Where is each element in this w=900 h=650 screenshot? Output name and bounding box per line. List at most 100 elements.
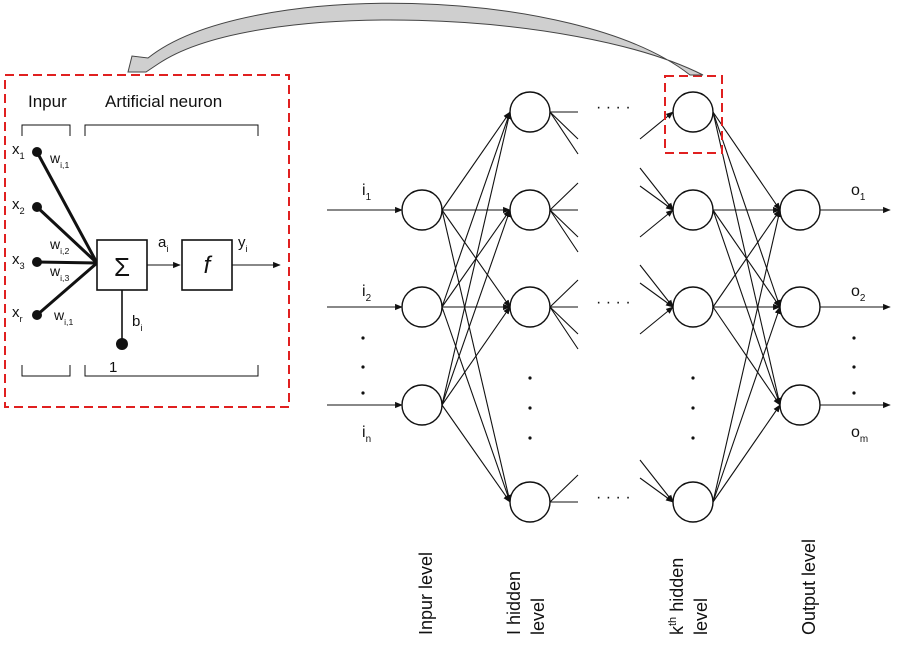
hidden1-outgoing-connection bbox=[549, 111, 579, 140]
input-label: x3 bbox=[12, 251, 25, 271]
input-bracket-bottom bbox=[21, 365, 71, 377]
hidden1-outgoing-connection bbox=[549, 306, 579, 335]
hiddenk-node bbox=[672, 286, 714, 328]
sum-output-label: ai bbox=[158, 234, 168, 254]
vertical-ellipsis-dot bbox=[691, 436, 695, 440]
input-to-hidden1-connection bbox=[441, 306, 511, 503]
hidden1-outgoing-connection bbox=[549, 306, 579, 350]
input-node bbox=[401, 384, 443, 426]
hiddenk-incoming-connection bbox=[639, 167, 674, 211]
neuron-bracket-top bbox=[84, 124, 259, 136]
hiddenk-incoming-connection bbox=[639, 264, 674, 308]
summation-box bbox=[96, 239, 148, 291]
activation-symbol: f bbox=[204, 252, 213, 279]
layer-label-hiddenk: kth hidden bbox=[667, 558, 687, 635]
input-node bbox=[401, 189, 443, 231]
layer-label-hidden1: I hidden bbox=[504, 571, 524, 635]
hiddenk-incoming-connection bbox=[639, 306, 674, 335]
vertical-ellipsis-dot bbox=[361, 391, 365, 395]
bias-dot bbox=[116, 338, 128, 350]
hiddenk-to-output-connection bbox=[712, 306, 781, 503]
input-to-hidden1-connection bbox=[441, 209, 511, 406]
network-output-label: o2 bbox=[851, 283, 866, 304]
neuron-bracket-bottom bbox=[84, 365, 259, 377]
highlight-box bbox=[664, 75, 723, 154]
input-dot bbox=[32, 202, 42, 212]
hiddenk-incoming-connection bbox=[639, 459, 674, 503]
input-to-hidden1-connection bbox=[441, 111, 512, 406]
hidden1-outgoing-connection bbox=[549, 209, 579, 253]
layer-label-hiddenk-level: level bbox=[691, 598, 711, 635]
input-weight-line bbox=[35, 151, 99, 264]
vertical-ellipsis-dot bbox=[691, 406, 695, 410]
neuron-output-label: yi bbox=[238, 234, 248, 254]
input-dot bbox=[32, 257, 42, 267]
output-node bbox=[779, 384, 821, 426]
hidden1-node bbox=[509, 91, 551, 133]
bias-input-label: 1 bbox=[109, 359, 117, 376]
hiddenk-incoming-connection bbox=[639, 477, 674, 503]
hidden1-outgoing-connection bbox=[549, 111, 579, 155]
input-to-hidden1-connection bbox=[441, 306, 511, 406]
hidden1-node bbox=[509, 481, 551, 523]
input-to-hidden1-connection bbox=[441, 111, 511, 308]
activation-box bbox=[181, 239, 233, 291]
network-input-label: in bbox=[362, 424, 371, 445]
hiddenk-node bbox=[672, 91, 714, 133]
hidden1-outgoing-connection bbox=[549, 474, 579, 503]
hiddenk-to-output-connection bbox=[712, 404, 781, 503]
input-dot bbox=[32, 147, 42, 157]
vertical-ellipsis-dot bbox=[528, 406, 532, 410]
input-label: x2 bbox=[12, 196, 25, 216]
input-weight-line bbox=[35, 205, 99, 265]
summation-symbol: Σ bbox=[114, 252, 130, 282]
vertical-ellipsis-dot bbox=[852, 391, 856, 395]
hiddenk-node bbox=[672, 189, 714, 231]
layer-label-hidden1-level: level bbox=[528, 598, 548, 635]
neuron-header: Artificial neuron bbox=[105, 92, 222, 111]
horizontal-ellipsis: · · · · bbox=[596, 294, 631, 311]
network-output-label: om bbox=[851, 424, 868, 445]
hidden1-outgoing-connection bbox=[549, 182, 579, 211]
bias-label: bi bbox=[132, 313, 142, 333]
weight-label: wi,3 bbox=[49, 263, 69, 283]
neuron-panel-border bbox=[4, 74, 290, 408]
vertical-ellipsis-dot bbox=[361, 365, 365, 369]
hiddenk-incoming-connection bbox=[639, 209, 674, 238]
vertical-ellipsis-dot bbox=[361, 336, 365, 340]
input-weight-line bbox=[36, 261, 98, 317]
input-label: xr bbox=[12, 304, 23, 324]
input-weight-line bbox=[36, 260, 98, 265]
output-node bbox=[779, 286, 821, 328]
vertical-ellipsis-dot bbox=[852, 365, 856, 369]
vertical-ellipsis-dot bbox=[528, 376, 532, 380]
layer-label-input: Inpur level bbox=[416, 552, 436, 635]
vertical-ellipsis-dot bbox=[528, 436, 532, 440]
hiddenk-to-output-connection bbox=[712, 209, 781, 308]
output-node bbox=[779, 189, 821, 231]
input-to-hidden1-connection bbox=[441, 111, 511, 211]
input-to-hidden1-connection bbox=[441, 404, 511, 503]
hiddenk-incoming-connection bbox=[639, 185, 674, 211]
hiddenk-to-output-connection bbox=[712, 111, 781, 211]
network-input-label: i1 bbox=[362, 182, 372, 203]
curved-feedback-arrow bbox=[127, 2, 704, 76]
hidden1-node bbox=[509, 286, 551, 328]
hidden1-outgoing-connection bbox=[549, 279, 579, 308]
input-node bbox=[401, 286, 443, 328]
network-input-label: i2 bbox=[362, 283, 372, 304]
network-output-label: o1 bbox=[851, 182, 866, 203]
hidden1-outgoing-connection bbox=[549, 209, 579, 238]
weight-label: wi,1 bbox=[49, 150, 69, 170]
horizontal-ellipsis: · · · · bbox=[596, 489, 631, 506]
weight-label: wi,1 bbox=[53, 307, 73, 327]
input-bracket-top bbox=[21, 124, 71, 136]
hiddenk-to-output-connection bbox=[712, 209, 782, 503]
hiddenk-node bbox=[672, 481, 714, 523]
vertical-ellipsis-dot bbox=[852, 336, 856, 340]
vertical-ellipsis-dot bbox=[691, 376, 695, 380]
weight-label: wi,2 bbox=[49, 236, 69, 256]
input-header: Inpur bbox=[28, 92, 67, 111]
